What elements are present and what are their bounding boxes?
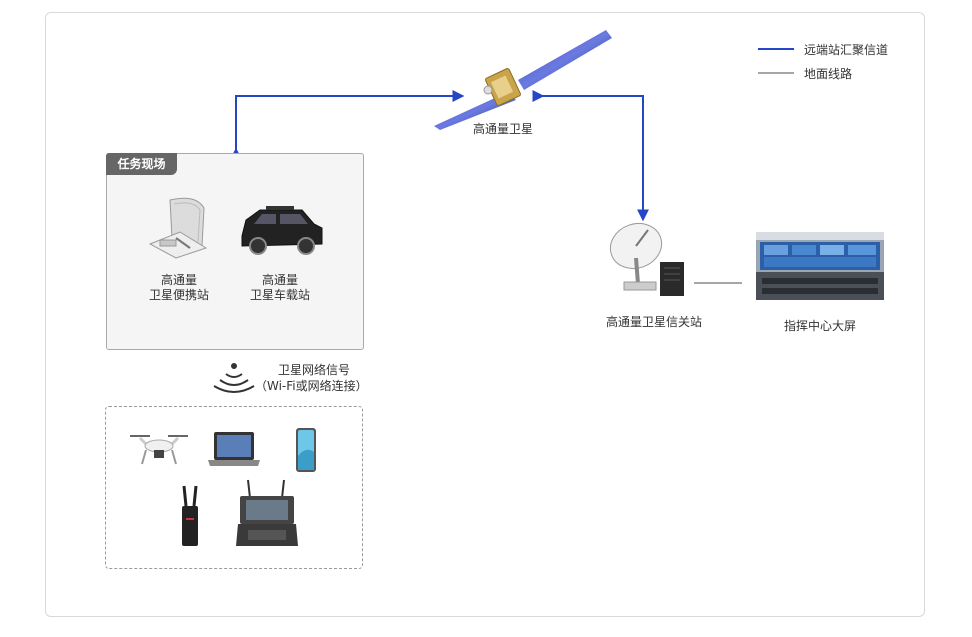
legend-ground-swatch bbox=[758, 72, 794, 74]
channel-right-link bbox=[532, 90, 649, 222]
vehicle-station-icon bbox=[241, 206, 323, 255]
satellite-label: 高通量卫星 bbox=[472, 122, 533, 136]
wifi-signal-icon bbox=[213, 363, 255, 393]
command-center-screen-icon bbox=[756, 232, 884, 300]
legend-channel-swatch bbox=[758, 48, 794, 50]
vehicle-station-label-line1: 高通量 bbox=[261, 273, 298, 287]
channel-left-link bbox=[230, 90, 465, 160]
laptop-icon bbox=[208, 432, 260, 466]
radio-transmitter-icon bbox=[182, 485, 198, 546]
signal-label-line1: 卫星网络信号 bbox=[278, 363, 351, 377]
signal-label-line2: （Wi-Fi或网络连接） bbox=[255, 379, 368, 393]
command-center-label: 指挥中心大屏 bbox=[783, 319, 856, 333]
smartphone-icon bbox=[296, 428, 316, 472]
vehicle-station-label-line2: 卫星车载站 bbox=[249, 288, 310, 302]
portable-station-icon bbox=[148, 197, 208, 259]
satellite-icon bbox=[434, 30, 612, 130]
legend-ground-label: 地面线路 bbox=[804, 67, 853, 81]
portable-station-label-line2: 卫星便携站 bbox=[148, 288, 209, 302]
portable-terminal-case-icon bbox=[236, 479, 298, 546]
portable-station-label-line1: 高通量 bbox=[160, 273, 197, 287]
mission-site-tag: 任务现场 bbox=[106, 153, 177, 175]
drone-icon bbox=[130, 435, 188, 465]
gateway-label: 高通量卫星信关站 bbox=[605, 315, 702, 329]
legend-channel-label: 远端站汇聚信道 bbox=[804, 43, 889, 57]
mission-site-box bbox=[106, 153, 364, 350]
gateway-station-icon bbox=[609, 222, 684, 296]
